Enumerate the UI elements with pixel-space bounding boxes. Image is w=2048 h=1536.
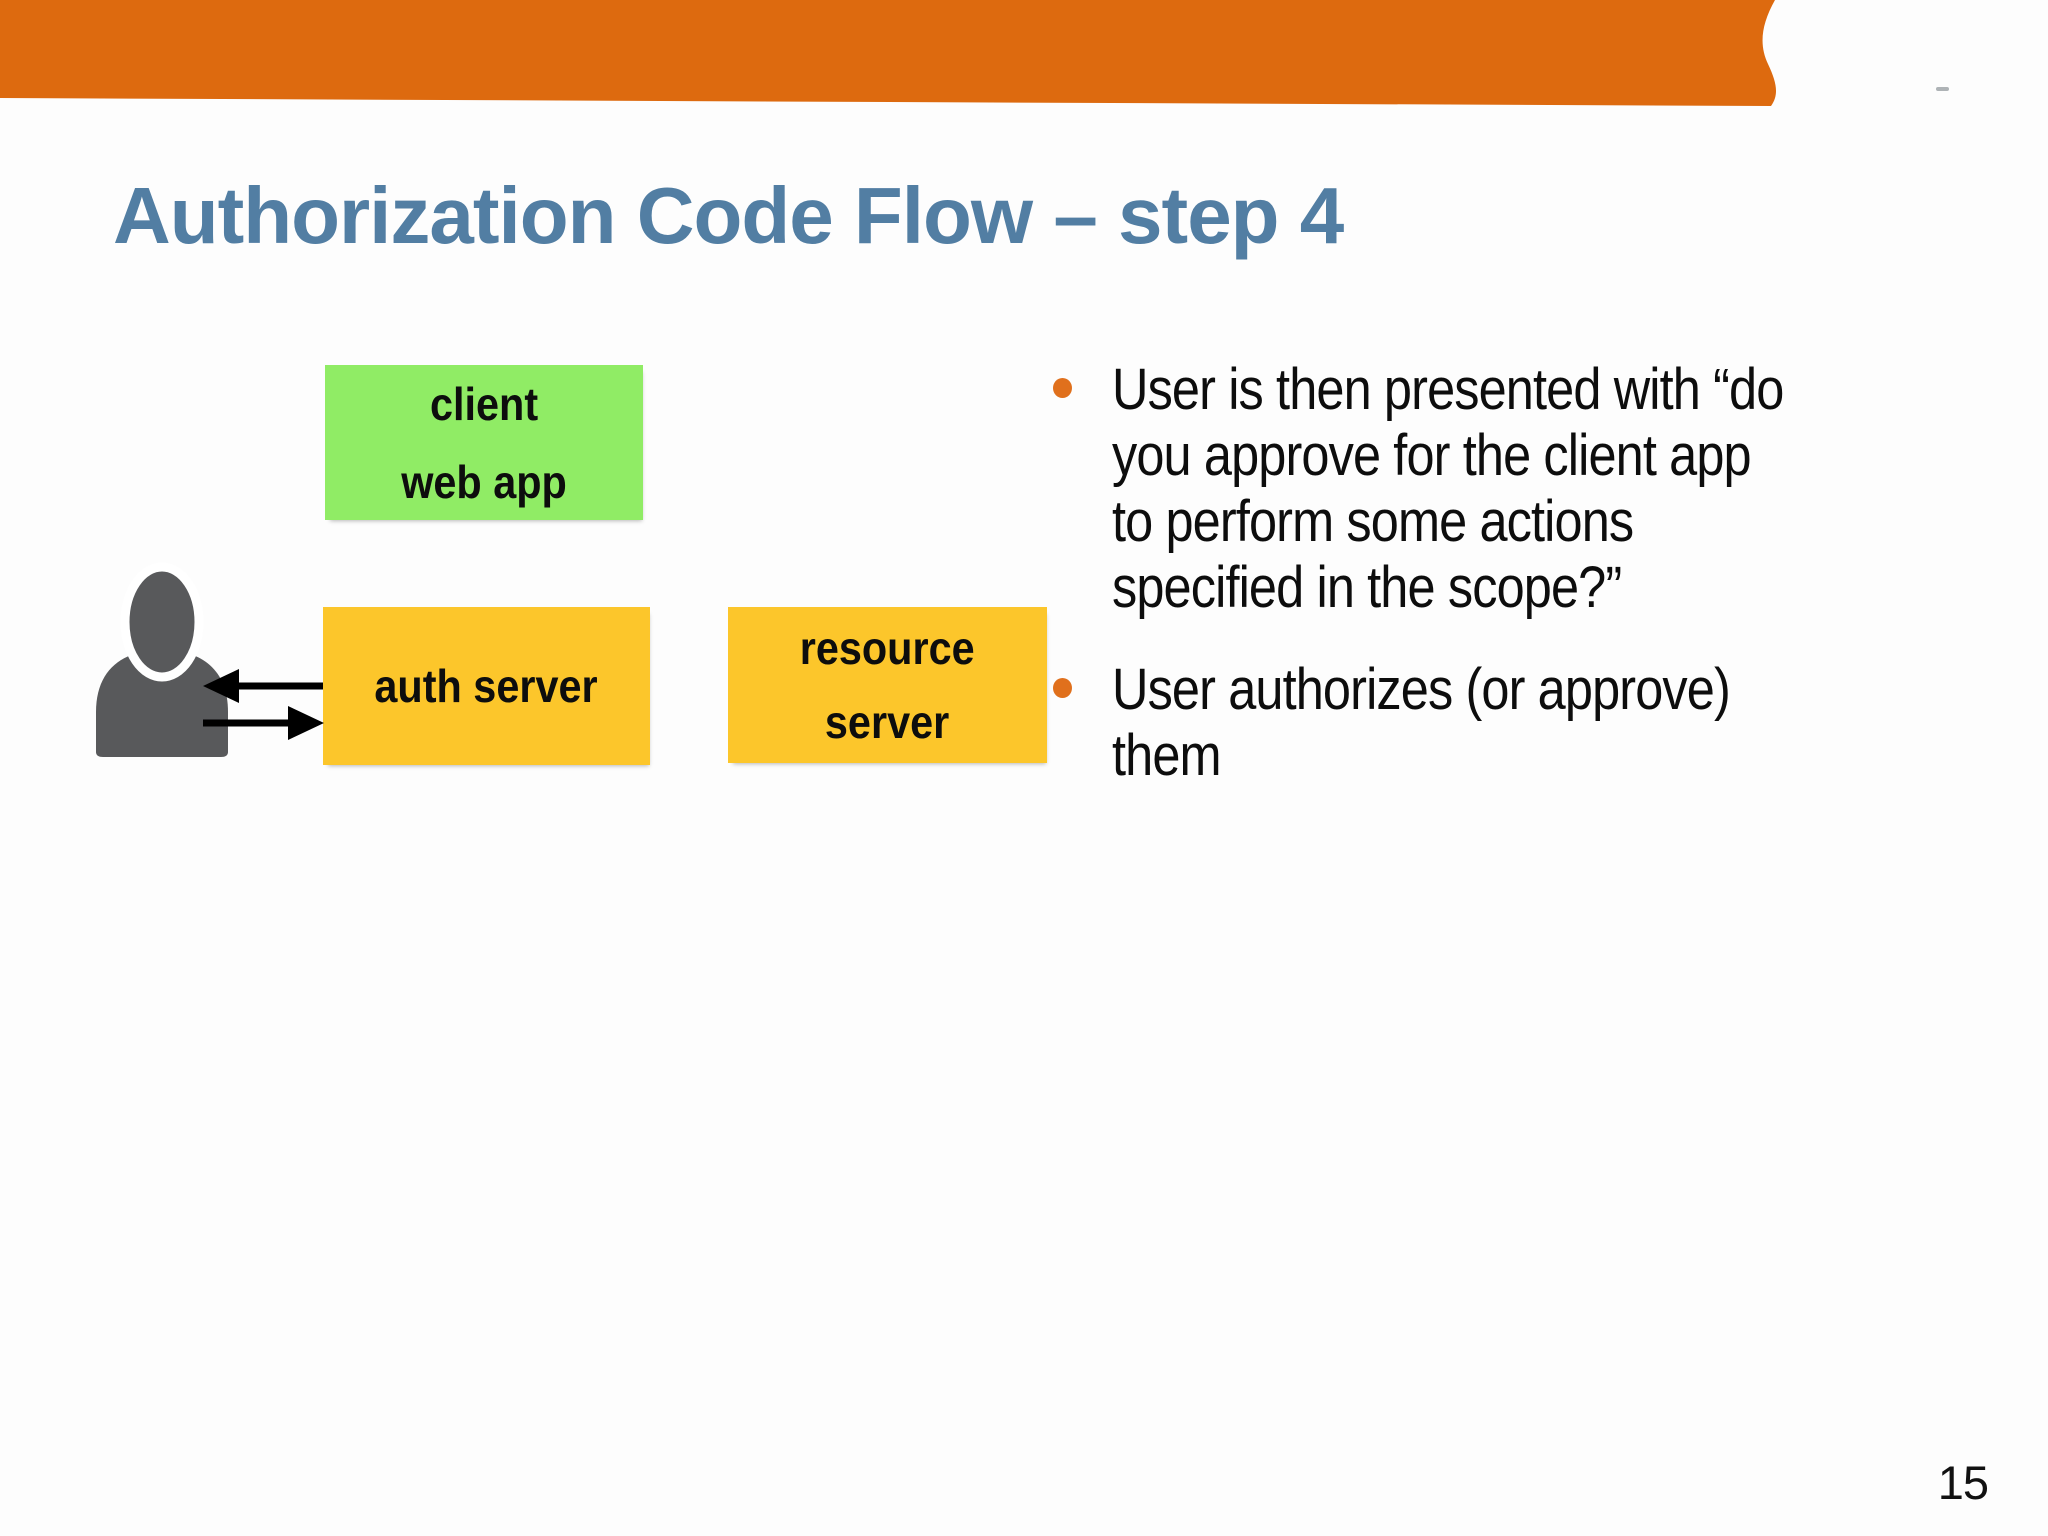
resource-server-box: resource server xyxy=(728,607,1047,763)
user-icon xyxy=(96,562,324,757)
client-web-app-box: client web app xyxy=(325,365,643,520)
text-line: User authorizes (or approve) xyxy=(1112,657,1731,722)
text-line: auth server xyxy=(374,660,599,712)
banner-wave-shape xyxy=(0,0,1777,106)
arrow-right-icon xyxy=(203,706,324,740)
text-line: resource xyxy=(800,622,975,674)
bullet-item-2: User authorizes (or approve)them xyxy=(1040,657,1980,789)
text-line: you approve for the client app xyxy=(1112,423,1752,488)
banner-artifact-dash xyxy=(1936,87,1949,91)
text-line: client xyxy=(429,377,539,430)
user-icon-head xyxy=(120,562,204,682)
header-banner xyxy=(0,0,1777,106)
text-line: to perform some actions xyxy=(1112,489,1634,554)
text-line: server xyxy=(825,696,950,748)
text-line: specified in the scope?” xyxy=(1112,555,1622,620)
auth-server-box: auth server xyxy=(323,607,650,765)
bullet-dot-icon xyxy=(1053,678,1072,698)
bullet-text: User authorizes (or approve)them xyxy=(1112,657,1980,789)
text-line: User is then presented with “do xyxy=(1112,357,1784,422)
user-icon-body xyxy=(96,650,228,757)
text-line: web app xyxy=(401,455,567,508)
bullet-dot-icon xyxy=(1053,378,1072,398)
text-line: them xyxy=(1112,723,1222,788)
page-number: 15 xyxy=(1937,1456,1989,1509)
arrow-left-icon xyxy=(203,669,323,703)
page-title: Authorization Code Flow – step 4 xyxy=(113,171,1344,260)
